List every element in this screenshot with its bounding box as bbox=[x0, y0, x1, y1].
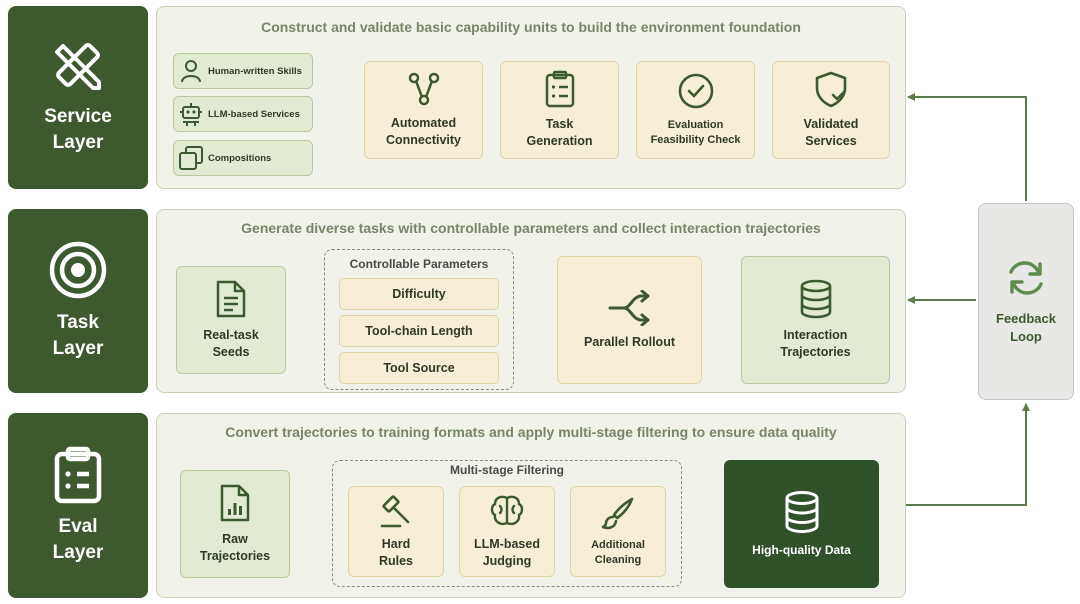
feedback-loop-label: Feedback Loop bbox=[996, 310, 1056, 344]
eval-panel-title: Convert trajectories to training formats… bbox=[225, 424, 837, 440]
document-icon bbox=[216, 280, 246, 318]
robot-icon bbox=[174, 101, 208, 127]
step-automated-connectivity: Automated Connectivity bbox=[364, 61, 483, 159]
eval-layer-label: Eval Layer bbox=[8, 413, 148, 598]
pencil-ruler-icon bbox=[55, 42, 101, 90]
param-tool-source: Tool Source bbox=[339, 352, 499, 384]
person-icon bbox=[174, 59, 208, 83]
brain-icon bbox=[490, 495, 524, 525]
real-task-seeds: Real-task Seeds bbox=[176, 266, 286, 374]
brush-icon bbox=[601, 497, 634, 529]
refresh-icon bbox=[1009, 260, 1043, 295]
file-chart-icon bbox=[220, 484, 250, 522]
task-layer-label: Task Layer bbox=[8, 209, 148, 393]
multi-stage-filtering-title: Multi-stage Filtering bbox=[450, 463, 564, 477]
clipboard-list-icon bbox=[545, 70, 574, 108]
split-arrow-icon bbox=[608, 289, 649, 326]
feedback-loop: Feedback Loop bbox=[978, 203, 1074, 400]
param-difficulty: Difficulty bbox=[339, 278, 499, 310]
service-layer-title: Service Layer bbox=[44, 105, 112, 153]
source-compositions: Compositions bbox=[173, 140, 313, 176]
task-panel-title: Generate diverse tasks with controllable… bbox=[241, 220, 821, 236]
multi-stage-filtering-group: Multi-stage Filtering bbox=[332, 460, 682, 587]
source-human-written-skills: Human-written Skills bbox=[173, 53, 313, 89]
filter-additional-cleaning: Additional Cleaning bbox=[570, 486, 666, 577]
service-panel-title: Construct and validate basic capability … bbox=[261, 19, 801, 35]
network-icon bbox=[408, 72, 439, 106]
target-icon bbox=[49, 241, 107, 299]
step-task-generation: Task Generation bbox=[500, 61, 619, 159]
interaction-trajectories: Interaction Trajectories bbox=[741, 256, 890, 384]
database-icon bbox=[785, 490, 818, 533]
check-circle-icon bbox=[678, 73, 713, 109]
service-layer-label: Service Layer bbox=[8, 6, 148, 189]
task-layer-title: Task Layer bbox=[52, 312, 104, 359]
param-tool-chain-length: Tool-chain Length bbox=[339, 315, 499, 347]
step-validated-services: Validated Services bbox=[772, 61, 890, 159]
parallel-rollout: Parallel Rollout bbox=[557, 256, 702, 384]
database-icon bbox=[800, 279, 831, 319]
high-quality-data: High-quality Data bbox=[724, 460, 879, 588]
controllable-parameters-title: Controllable Parameters bbox=[349, 257, 489, 271]
clipboard-icon bbox=[54, 446, 102, 503]
raw-trajectories: Raw Trajectories bbox=[180, 470, 290, 578]
stack-icon bbox=[174, 145, 208, 171]
shield-check-icon bbox=[815, 71, 847, 108]
step-evaluation-feasibility-check: Evaluation Feasibility Check bbox=[636, 61, 755, 159]
source-llm-based-services: LLM-based Services bbox=[173, 96, 313, 132]
filter-hard-rules: Hard Rules bbox=[348, 486, 444, 577]
gavel-icon bbox=[380, 494, 410, 527]
eval-layer-title: Eval Layer bbox=[52, 515, 104, 563]
controllable-parameters-group: Controllable Parameters bbox=[324, 249, 514, 390]
filter-llm-based-judging: LLM-based Judging bbox=[459, 486, 555, 577]
